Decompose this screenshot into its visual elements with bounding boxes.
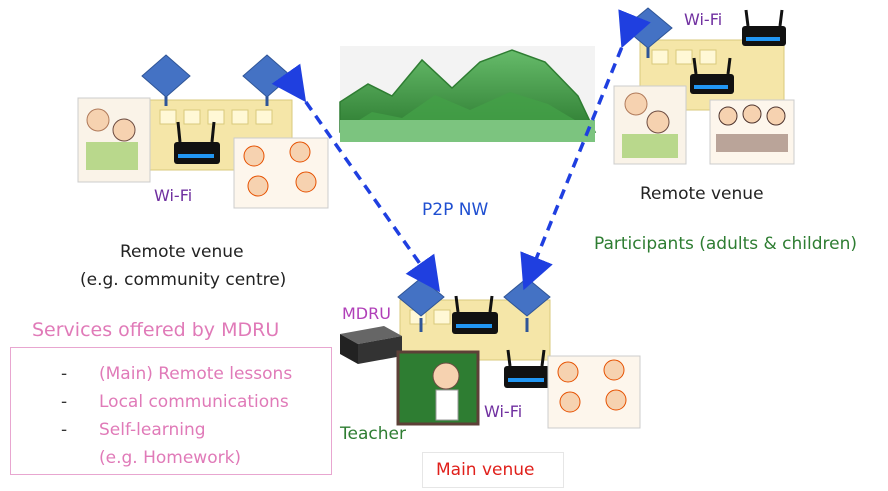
p2p-link-right bbox=[520, 9, 651, 291]
remote-venue-left: Remote venue bbox=[120, 242, 244, 262]
router-icon bbox=[690, 57, 734, 94]
router-icon bbox=[174, 121, 220, 164]
classroom-icon bbox=[709, 99, 795, 165]
wifi-label-left: Wi-Fi bbox=[154, 186, 193, 205]
service-text: Self-learning bbox=[99, 420, 206, 440]
antenna-icon bbox=[242, 54, 292, 106]
participants-label: Participants (adults & children) bbox=[594, 234, 858, 254]
main-venue-label: Main venue bbox=[436, 460, 535, 480]
p2p-link-left bbox=[271, 63, 441, 293]
classroom-icon bbox=[613, 85, 687, 165]
wifi-label-right: Wi-Fi bbox=[684, 10, 723, 29]
classroom-icon bbox=[547, 355, 641, 429]
router-icon bbox=[452, 295, 498, 334]
remote-venue-right: Remote venue bbox=[640, 184, 764, 204]
service-text: Local communications bbox=[99, 392, 289, 412]
wifi-label-main: Wi-Fi bbox=[484, 402, 523, 421]
services-box: - (Main) Remote lessons - Local communic… bbox=[10, 347, 332, 475]
service-text: (e.g. Homework) bbox=[99, 448, 242, 468]
chalkboard-icon bbox=[396, 350, 480, 426]
router-icon bbox=[742, 9, 786, 46]
bullet-dash: - bbox=[61, 392, 68, 412]
p2p-label: P2P NW bbox=[422, 200, 489, 220]
mountain-icon bbox=[339, 46, 597, 142]
bullet-dash: - bbox=[61, 364, 68, 384]
mdru-label: MDRU bbox=[342, 304, 391, 323]
remote-venue-left-note: (e.g. community centre) bbox=[80, 270, 287, 290]
teacher-label: Teacher bbox=[340, 424, 406, 444]
services-title: Services offered by MDRU bbox=[32, 319, 280, 341]
antenna-icon bbox=[141, 54, 191, 106]
classroom-icon bbox=[77, 97, 151, 183]
bullet-dash: - bbox=[61, 420, 68, 440]
main-venue-box: Main venue bbox=[422, 452, 564, 488]
service-text: (Main) Remote lessons bbox=[99, 364, 293, 384]
router-icon bbox=[504, 349, 550, 388]
classroom-icon bbox=[233, 137, 329, 209]
server-icon bbox=[340, 326, 402, 364]
